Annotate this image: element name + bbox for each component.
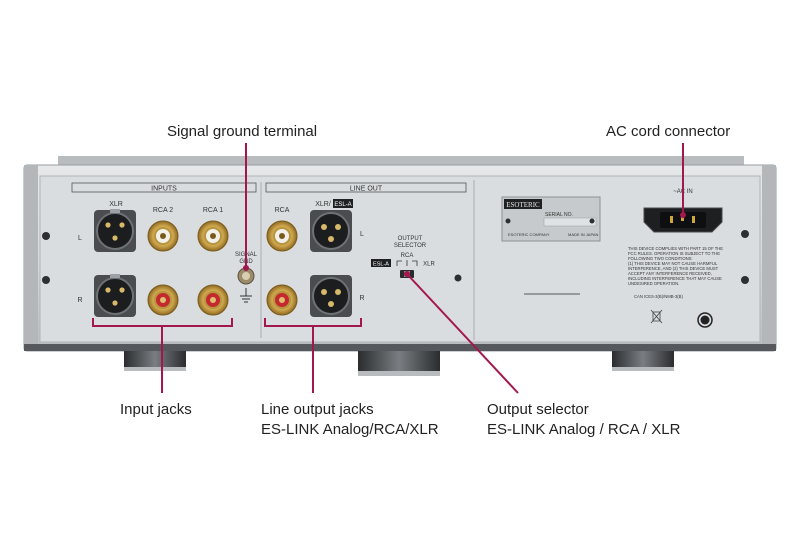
svg-text:INTERFERENCE, AND (2) THIS DEV: INTERFERENCE, AND (2) THIS DEVICE MUST	[628, 266, 719, 271]
rca-output-jack-right[interactable]	[266, 284, 298, 316]
serial-label: SERIAL NO.	[545, 212, 573, 218]
top-lid	[58, 156, 744, 166]
svg-text:FOLLOWING TWO CONDITIONS:: FOLLOWING TWO CONDITIONS:	[628, 256, 693, 261]
esl-badge: ESL-A	[334, 202, 351, 208]
rca1-input-jack-left[interactable]	[197, 220, 229, 252]
selector-position-marks-icon	[396, 260, 418, 266]
output-selector-label-2: SELECTOR	[394, 243, 427, 249]
svg-text:THIS DEVICE COMPLIES WITH PART: THIS DEVICE COMPLIES WITH PART 15 OF THE	[628, 246, 723, 251]
line-output-callout: Line output jacks ES-LINK Analog/RCA/XLR	[261, 400, 439, 440]
rca1-label: RCA 1	[203, 207, 223, 214]
inputs-header-box	[71, 182, 257, 193]
rca2-input-jack-right[interactable]	[147, 284, 179, 316]
rca1-input-jack-right[interactable]	[197, 284, 229, 316]
serial-plate: ESOTERIC SERIAL NO. ESOTERIC COMPANY MAD…	[501, 196, 601, 242]
screw	[741, 230, 749, 238]
ac-cord-callout-dot	[680, 212, 686, 218]
side-cheek-right	[762, 165, 776, 351]
ac-cord-callout: AC cord connector	[606, 123, 731, 140]
xlr-input-label: XLR	[109, 201, 123, 208]
svg-text:ACCEPT ANY INTERFERENCE RECEIV: ACCEPT ANY INTERFERENCE RECEIVED,	[628, 271, 712, 276]
svg-text:INCLUDING INTERFERENCE THAT MA: INCLUDING INTERFERENCE THAT MAY CAUSE	[628, 276, 722, 281]
selector-esl-badge-box	[371, 259, 391, 267]
inputs-header: INPUTS	[151, 186, 177, 193]
signal-ground-callout: Signal ground terminal	[167, 123, 318, 140]
selector-esl-badge: ESL-A	[373, 262, 389, 268]
xlr-esl-label: XLR/	[315, 201, 331, 208]
xlr-output-jack-left[interactable]	[310, 210, 352, 252]
input-left-label: L	[78, 235, 82, 242]
selector-rca-label: RCA	[401, 253, 414, 259]
line-out-header-box	[265, 182, 467, 193]
screw	[454, 274, 462, 282]
rca2-input-jack-left[interactable]	[147, 220, 179, 252]
rca-output-label: RCA	[275, 207, 290, 214]
line-output-callout-line2: ES-LINK Analog/RCA/XLR	[261, 421, 439, 438]
input-jacks-callout: Input jacks	[120, 401, 192, 418]
screws	[42, 230, 749, 284]
line-out-header: LINE OUT	[350, 186, 383, 193]
made-in-label: MADE IN JAPAN	[568, 232, 598, 237]
esl-badge-box	[333, 199, 353, 208]
foot-center	[358, 351, 440, 376]
screw	[741, 276, 749, 284]
side-cheek-left	[24, 165, 38, 351]
foot-right	[612, 351, 674, 371]
ground-symbol-icon	[240, 288, 252, 303]
output-left-label: L	[360, 231, 364, 238]
weee-bin-icon	[650, 309, 663, 324]
line-output-callout-line1: Line output jacks	[261, 401, 374, 418]
callout-lines	[92, 143, 684, 394]
fcc-notice: THIS DEVICE COMPLIES WITH PART 15 OF THE…	[628, 246, 723, 286]
xlr-output-jack-right[interactable]	[310, 275, 352, 317]
company-label: ESOTERIC COMPANY	[508, 232, 550, 237]
brand-logo: ESOTERIC	[506, 201, 540, 209]
bottom-rail	[24, 344, 776, 351]
xlr-input-jack-left[interactable]	[94, 209, 136, 252]
svg-text:(1) THIS DEVICE MAY NOT CAUSE: (1) THIS DEVICE MAY NOT CAUSE HARMFUL	[628, 261, 718, 266]
svg-text:FCC RULES. OPERATION IS SUBJEC: FCC RULES. OPERATION IS SUBJECT TO THE	[628, 251, 720, 256]
rca2-label: RCA 2	[153, 207, 173, 214]
signal-ground-callout-dot	[243, 265, 249, 271]
svg-text:UNDESIRED OPERATION.: UNDESIRED OPERATION.	[628, 281, 679, 286]
input-right-label: R	[77, 297, 82, 304]
output-selector-label-1: OUTPUT	[398, 236, 423, 242]
screw	[42, 232, 50, 240]
output-selector-callout-dot	[404, 271, 410, 277]
xlr-input-jack-right[interactable]	[94, 274, 136, 317]
output-selector-callout-line2: ES-LINK Analog / RCA / XLR	[487, 421, 681, 438]
foot-left	[124, 351, 186, 371]
rca-output-jack-left[interactable]	[266, 220, 298, 252]
screw	[42, 276, 50, 284]
output-right-label: R	[359, 295, 364, 302]
epup-10-icon	[697, 312, 713, 328]
output-selector-callout: Output selector ES-LINK Analog / RCA / X…	[487, 400, 680, 440]
signal-ground-terminal[interactable]	[237, 267, 255, 285]
ices-label: CAN ICES-3(B)/NMB-3(B)	[634, 294, 683, 299]
ac-cord-connector[interactable]	[643, 207, 723, 233]
selector-xlr-label: XLR	[423, 262, 435, 268]
output-selector-callout-line1: Output selector	[487, 401, 589, 418]
